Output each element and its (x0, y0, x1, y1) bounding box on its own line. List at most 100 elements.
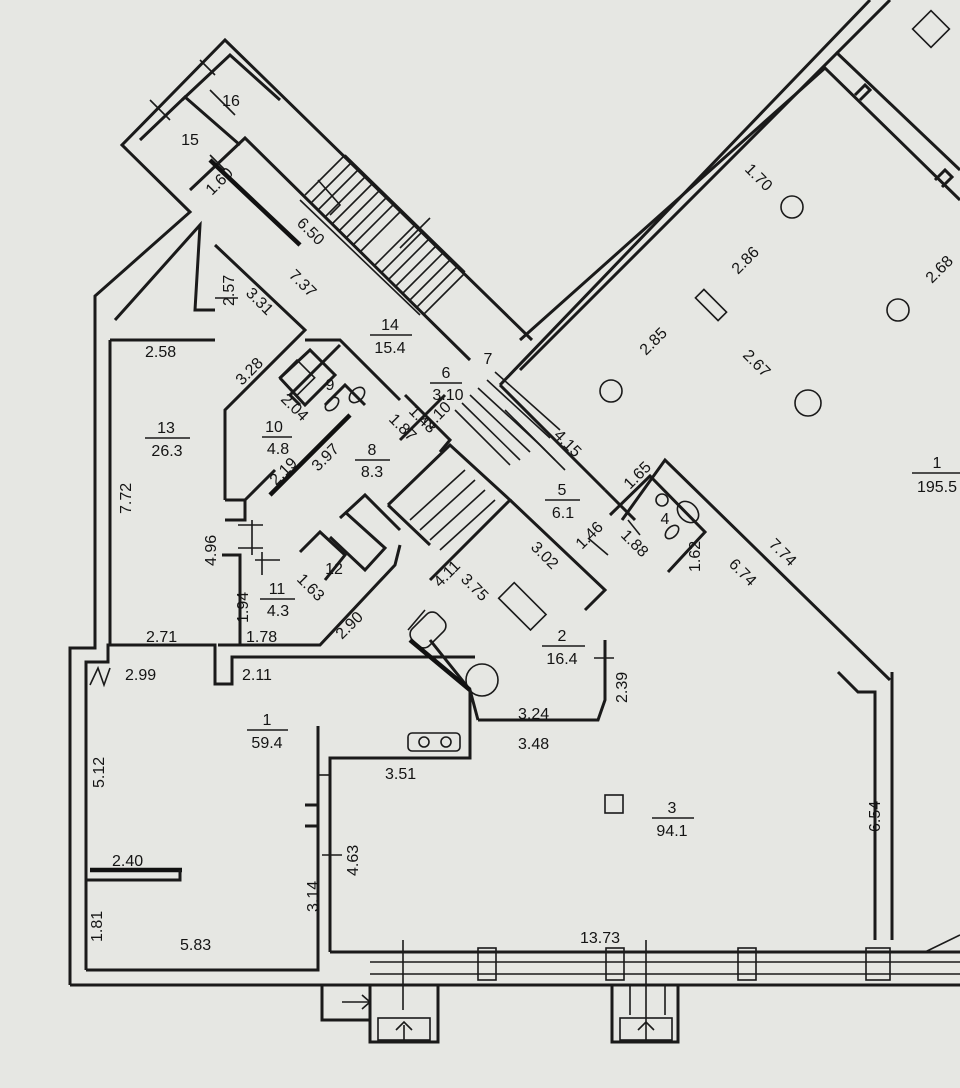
dimension-label: 1.78 (246, 629, 277, 646)
dimension-label: 13.73 (580, 930, 620, 947)
dimension-label: 4.15 (550, 427, 584, 461)
radiator-icon (497, 581, 548, 632)
dimension-label: 1.65 (621, 459, 655, 493)
toilet-icon (676, 500, 700, 524)
room-area: 6.1 (552, 505, 574, 522)
dimension-labels: 2.99 2.11 5.12 2.40 1.81 5.83 3.14 4.63 … (89, 161, 957, 954)
column-square (911, 9, 951, 49)
room-number: 4 (661, 511, 670, 528)
pillar (477, 947, 497, 981)
dimension-ticks (149, 59, 641, 856)
room-number: 1 (933, 455, 942, 472)
dimension-label: 1.60 (203, 165, 237, 199)
room-label-6: 6 3.10 (430, 365, 464, 404)
sink-icon (407, 732, 461, 752)
pillar (737, 947, 757, 981)
stair-block (138, 52, 472, 362)
column-circle (465, 663, 499, 697)
room-area: 94.1 (656, 823, 687, 840)
room-area: 8.3 (361, 464, 383, 481)
room-number: 1 (263, 712, 272, 729)
dimension-label: 1.46 (573, 519, 607, 553)
room-label-13: 13 26.3 (145, 420, 190, 460)
pillar (605, 947, 625, 981)
column-circle (886, 298, 910, 322)
dimension-label: 2.68 (923, 253, 957, 287)
dimension-label: 3.75 (457, 571, 491, 605)
dimension-label: 3.24 (518, 706, 549, 723)
room-label-10: 10 4.8 (262, 419, 292, 458)
room-number: 2 (558, 628, 567, 645)
facade (320, 934, 960, 1044)
dimension-label: 3.14 (305, 881, 322, 912)
dimension-label: 2.90 (333, 609, 367, 643)
room-label-1-left: 1 59.4 (247, 712, 288, 752)
room-label-2: 2 16.4 (542, 628, 585, 668)
column-circle (780, 195, 804, 219)
dimension-label: 3.97 (309, 441, 343, 475)
dimension-label: 2.67 (739, 347, 773, 381)
dimension-label: 4.96 (203, 535, 220, 566)
dimension-label: 6.74 (725, 556, 759, 590)
dimension-label: 1.94 (235, 592, 252, 623)
dimension-label: 5.12 (91, 757, 108, 788)
toilet-icon (664, 524, 680, 540)
dimension-label: 2.39 (614, 672, 631, 703)
room-number: 3 (668, 800, 677, 817)
dimension-label: 3.31 (242, 285, 276, 319)
sink-basin-icon (440, 736, 452, 748)
dimension-label: 3.51 (385, 766, 416, 783)
fixtures (86, 9, 951, 882)
hall-walls (498, 50, 960, 940)
room-number: 15 (181, 132, 199, 149)
room-number: 9 (326, 377, 335, 394)
central-stair (386, 371, 608, 722)
room-number: 10 (265, 419, 283, 436)
dimension-label: 7.72 (118, 483, 135, 514)
dimension-label: 1.88 (617, 527, 651, 561)
column-rect (694, 288, 728, 322)
room-label-8: 8 8.3 (355, 442, 390, 481)
room-number: 12 (325, 561, 343, 578)
room-label-3: 3 94.1 (652, 800, 694, 840)
room-area: 195.5 (917, 479, 957, 496)
room-number: 14 (381, 317, 399, 334)
room-labels: 1 59.4 2 16.4 3 94.1 4 5 6.1 6 3.10 7 8 (145, 93, 960, 840)
dimension-label: 2.85 (637, 325, 671, 359)
dimension-label: 2.57 (221, 275, 238, 306)
room-number: 16 (222, 93, 240, 110)
toilet-icon (348, 386, 366, 404)
dimension-label: 3.28 (233, 355, 267, 389)
room-number: 13 (157, 420, 175, 437)
room-area: 4.3 (267, 603, 289, 620)
room-number: 6 (442, 365, 451, 382)
toilet-icon (324, 396, 340, 412)
sink-basin-icon (418, 736, 430, 748)
column-circle (599, 379, 623, 403)
room-area: 3.10 (432, 387, 463, 404)
column-circle (794, 389, 822, 417)
room-label-14: 14 15.4 (370, 317, 412, 357)
dimension-label: 2.11 (242, 667, 272, 684)
room-area: 26.3 (151, 443, 182, 460)
dimension-label: 2.40 (112, 853, 143, 870)
room-area: 15.4 (374, 340, 405, 357)
dimension-label: 4.11 (431, 558, 464, 591)
dimension-label: 1.62 (687, 541, 704, 572)
exterior-walls (68, 0, 960, 987)
room-number: 11 (269, 581, 286, 598)
pillar (865, 947, 891, 981)
sink-basin-icon (655, 493, 669, 507)
room-number: 5 (558, 482, 567, 499)
room-number: 8 (368, 442, 377, 459)
dimension-label: 4.63 (345, 845, 362, 876)
dimension-label: 1.81 (89, 911, 106, 942)
room-number: 7 (484, 351, 493, 368)
dimension-label: 2.19 (267, 455, 301, 489)
dimension-label: 6.54 (867, 801, 884, 832)
room-area: 59.4 (251, 735, 282, 752)
dimension-label: 2.99 (125, 667, 156, 684)
column-square (604, 794, 624, 814)
dimension-label: 1.63 (293, 571, 327, 605)
